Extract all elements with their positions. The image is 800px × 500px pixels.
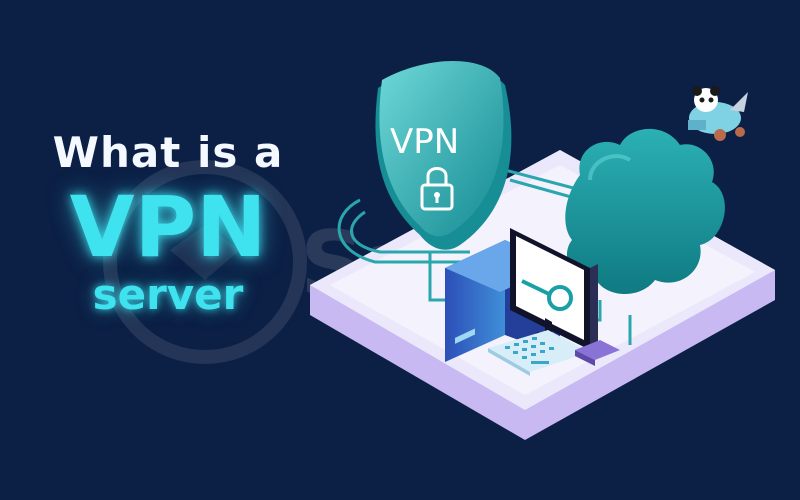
cloud-icon [565, 128, 725, 295]
padlock-icon [420, 167, 454, 211]
headline: What is a VPN server [18, 128, 318, 317]
panda-mascot-icon [688, 86, 748, 141]
router-box [575, 340, 620, 366]
headline-line-1: What is a [52, 128, 284, 177]
headline-line-2: VPN [69, 178, 267, 276]
shield-label: VPN [390, 122, 459, 162]
monitor-icon [510, 228, 598, 358]
keyboard-icon [488, 330, 590, 376]
headline-line-3: server [92, 270, 244, 319]
shield-icon: VPN [375, 60, 512, 250]
